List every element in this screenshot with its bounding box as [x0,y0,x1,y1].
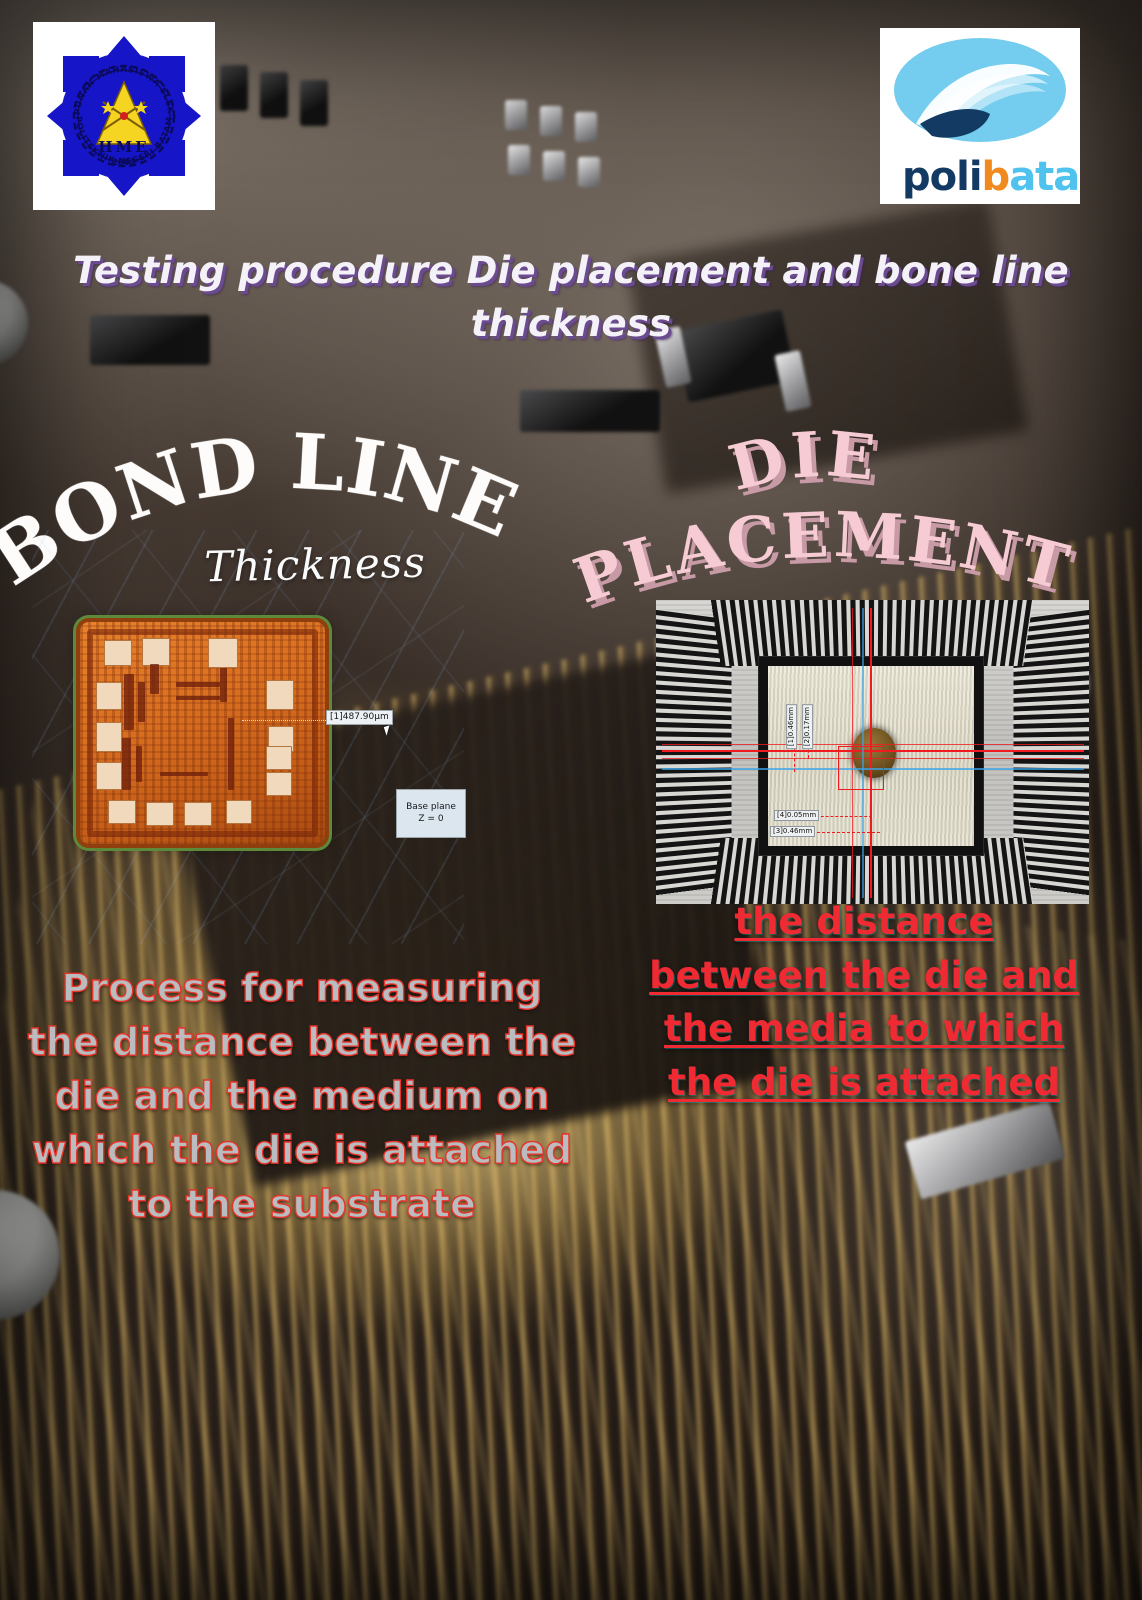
xray-blue-axis-vertical [862,608,864,898]
base-plane-label: Base plane Z = 0 [396,789,466,838]
background-smd-4 [508,145,530,175]
die-placement-image: [1]0.46mm [2]0.17mm [4]0.05mm [3]0.46mm [656,600,1089,904]
xray-blue-axis-horizontal [662,768,1084,770]
xray-leads-top [710,600,1034,666]
die-seal-ring [87,629,318,837]
xray-measurement-3: [3]0.46mm [770,826,816,838]
poster-title: Testing procedure Die placement and bone… [73,249,1069,345]
background-smd-1 [505,100,527,130]
xray-measurement-2: [2]0.17mm [802,704,814,750]
die-placement-body-text: the distance between the die and the med… [649,900,1079,1104]
xray-crosshair-horizontal [662,750,1084,752]
background-smd-3 [575,112,597,142]
background-smd-5 [543,151,565,181]
hme-center-text: HME [98,138,149,156]
hme-year-text: 2002 [111,158,136,168]
bond-line-body-text: Process for measuring the distance betwe… [27,965,577,1226]
base-plane-line1: Base plane [406,802,456,813]
xray-guide-h3 [662,744,1084,745]
background-connector-b [520,390,660,432]
bond-line-measurement-label: [1]487.90µm [326,710,393,726]
die-surface-scan [80,622,325,844]
background-smd-dark-1 [220,65,248,111]
xray-crosshair-vertical [870,608,872,898]
polibatam-logo: polibatam [880,28,1121,204]
background-smd-6 [578,157,600,187]
background-smd-dark-3 [300,80,328,126]
die-measure-leader [242,720,362,722]
background-connector-a [90,315,210,365]
polibatam-wordmark-poli: poli [902,154,982,200]
svg-text:polibatam: polibatam [902,154,1080,200]
xray-guide-h2 [662,758,1084,759]
background-smd-dark-2 [260,72,288,118]
xray-guide-v2 [852,608,853,898]
hme-logo: HIMPUNAN MAHASISWA ELEKTRO POLITEKNIK NE… [28,15,215,210]
xray-measurement-1: [1]0.46mm [786,704,798,750]
xray-dim-line-3 [802,832,880,833]
background-smd-2 [540,106,562,136]
xray-die-bounding-box [838,746,884,790]
xray-measurement-4: [4]0.05mm [774,810,820,822]
base-plane-line2: Z = 0 [418,813,444,824]
xray-dim-line-4 [816,816,872,817]
bond-line-image [32,530,464,944]
